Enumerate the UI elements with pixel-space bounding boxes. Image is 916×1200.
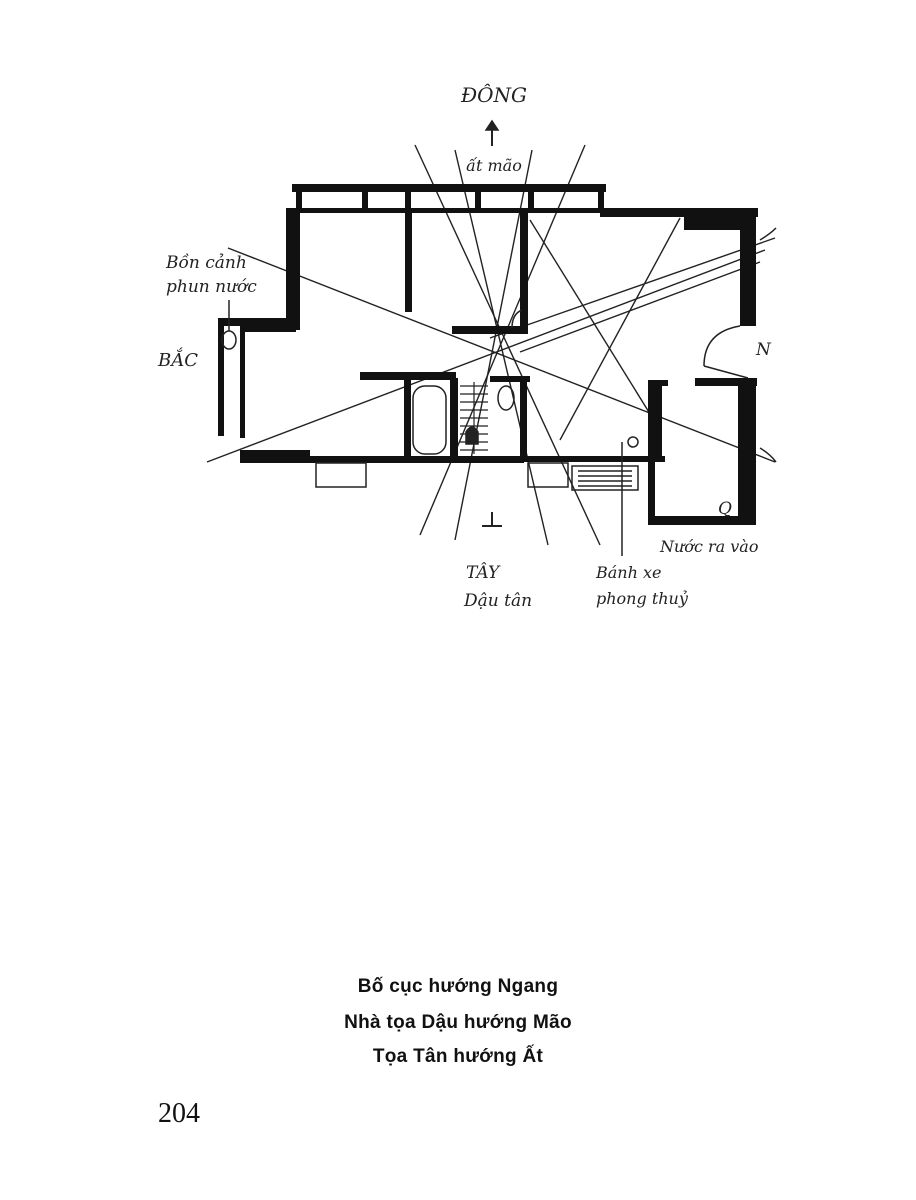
wall <box>296 188 302 212</box>
wall <box>598 188 604 212</box>
wall <box>648 380 662 462</box>
caption-line-2: Nhà tọa Dậu hướng Mão <box>344 1012 572 1033</box>
wall <box>404 376 411 460</box>
toilet-mark: Q <box>718 499 732 519</box>
toilet-seat <box>465 426 479 445</box>
direction-bottom-label: TÂY <box>466 562 501 583</box>
water-wheel-icon <box>571 465 639 491</box>
wall <box>528 188 534 212</box>
wall <box>218 318 224 436</box>
cabinet <box>315 462 367 488</box>
arrow-up-head <box>484 119 500 131</box>
diagonal-line <box>489 237 776 339</box>
bottom-sub-label: Dậu tân <box>463 591 532 611</box>
bagua-lines <box>206 144 776 546</box>
diagonal-line <box>419 144 586 536</box>
diagonal-line <box>519 261 761 353</box>
curve <box>759 447 777 463</box>
wall <box>600 208 758 217</box>
wall <box>450 378 458 460</box>
wheel-label-line2: phong thuỷ <box>596 589 689 608</box>
door-swing <box>511 309 523 329</box>
wall <box>684 208 754 230</box>
toilet-bowl <box>497 385 515 411</box>
diagonal-line <box>559 217 681 441</box>
fountain-icon <box>221 330 237 350</box>
wall <box>362 188 368 212</box>
wall <box>648 516 756 525</box>
wall <box>738 378 756 524</box>
caption-line-3: Tọa Tân hướng Ất <box>372 1046 544 1067</box>
wall <box>240 456 524 463</box>
diagonal-line <box>529 219 661 431</box>
direction-right-label: N <box>755 340 772 360</box>
wall <box>475 188 481 212</box>
wall <box>490 376 530 382</box>
wall <box>648 458 655 524</box>
wheel-label-line1: Bánh xe <box>595 563 661 582</box>
wall <box>520 212 528 334</box>
wall <box>648 380 668 386</box>
wall <box>218 318 298 326</box>
wall <box>520 376 527 460</box>
drain-icon <box>627 436 639 448</box>
wall <box>240 326 245 438</box>
wall <box>286 208 300 330</box>
wall <box>292 184 606 192</box>
caption-line-1: Bố cục hướng Ngang <box>357 976 559 997</box>
wall <box>520 456 665 462</box>
wall <box>405 188 411 212</box>
curve <box>759 227 777 241</box>
top-sub-label: ất mão <box>466 156 522 175</box>
walls <box>218 184 758 525</box>
shower-tiles <box>460 382 488 454</box>
bathtub <box>412 385 447 455</box>
fountain-label-line1: Bồn cảnh <box>165 253 247 273</box>
floor-plan-diagram: ĐÔNG ất mão Bồn cảnh phun nước BẮC N Q N… <box>157 82 777 611</box>
wall <box>405 212 412 312</box>
wall <box>292 208 606 213</box>
direction-top-label: ĐÔNG <box>460 82 527 107</box>
diagonal-line <box>454 149 549 546</box>
door-swing <box>703 325 741 367</box>
diagonal-line <box>454 149 533 541</box>
door-line <box>703 365 749 379</box>
diagonal-line <box>227 247 776 463</box>
fountain-label-line2: phun nước <box>166 277 257 297</box>
cabinet <box>527 462 569 488</box>
fixtures <box>221 119 777 556</box>
water-label: Nước ra vào <box>659 537 758 556</box>
wall <box>452 326 526 334</box>
wall <box>740 208 756 326</box>
wall <box>695 378 757 386</box>
wall <box>244 326 296 332</box>
page-number: 204 <box>158 1098 200 1129</box>
direction-left-label: BẮC <box>157 346 198 371</box>
diagonal-line <box>206 249 766 463</box>
